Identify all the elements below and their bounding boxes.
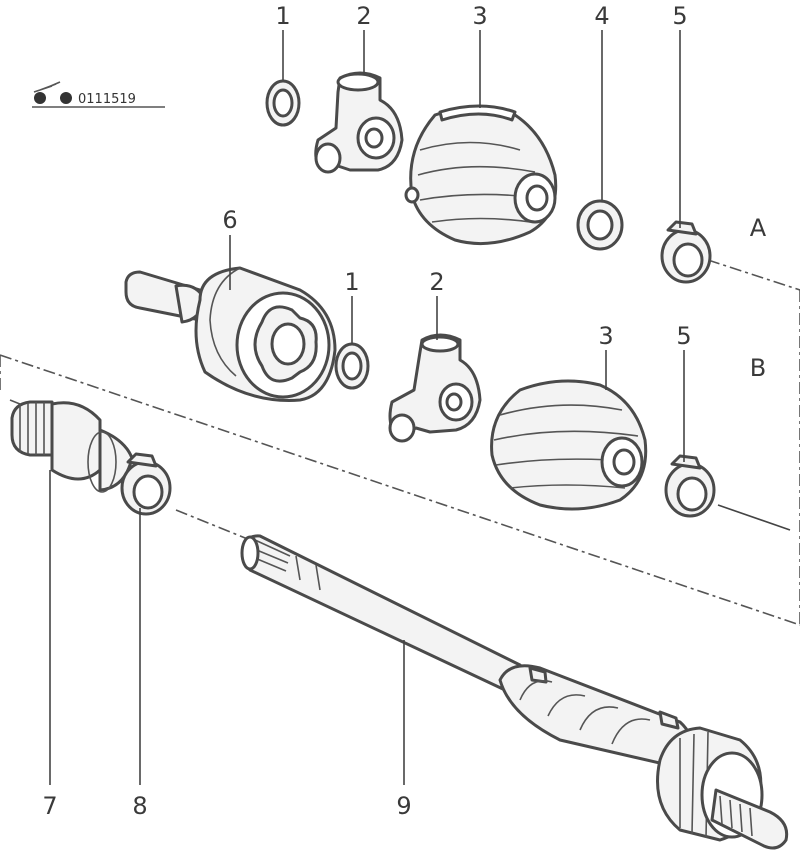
callout-7: 7 [42, 792, 57, 820]
drawing-code: 0111519 [78, 92, 136, 107]
callout-3-top: 3 [472, 2, 487, 30]
part-7-boot-end [10, 400, 134, 493]
variant-label-b: B [750, 354, 766, 382]
part-9-drive-shaft [240, 534, 789, 850]
callout-leader-lines [49, 30, 685, 785]
part-5-clamp-a [660, 220, 712, 284]
callout-3-middle: 3 [598, 322, 613, 350]
callout-5-middle: 5 [676, 322, 691, 350]
part-8-clamp [120, 452, 172, 516]
callout-9: 9 [396, 792, 411, 820]
callout-4: 4 [594, 2, 609, 30]
part-1-washer-a [265, 79, 301, 127]
part-2-tripod-a [314, 71, 404, 174]
callout-1-middle: 1 [344, 268, 359, 296]
callout-6: 6 [222, 206, 237, 234]
drawing-code-stamp: 0111519 [32, 81, 165, 108]
part-2-tripod-b [388, 333, 482, 443]
callout-8: 8 [132, 792, 147, 820]
part-3-boot-a [404, 104, 558, 246]
part-5-clamp-b [664, 454, 716, 518]
part-3-boot-b [490, 379, 648, 511]
part-1-washer-b [334, 342, 370, 390]
callout-1-top: 1 [275, 2, 290, 30]
callout-5-top: 5 [672, 2, 687, 30]
callout-2-middle: 2 [429, 268, 444, 296]
part-4-washer [576, 199, 624, 251]
callout-labels: 1 2 3 4 5 6 1 2 3 5 A B 7 8 9 [42, 2, 766, 820]
callout-2-top: 2 [356, 2, 371, 30]
variant-label-a: A [750, 214, 767, 242]
part-6-joint-housing [124, 266, 337, 402]
camera-icon [33, 81, 72, 104]
